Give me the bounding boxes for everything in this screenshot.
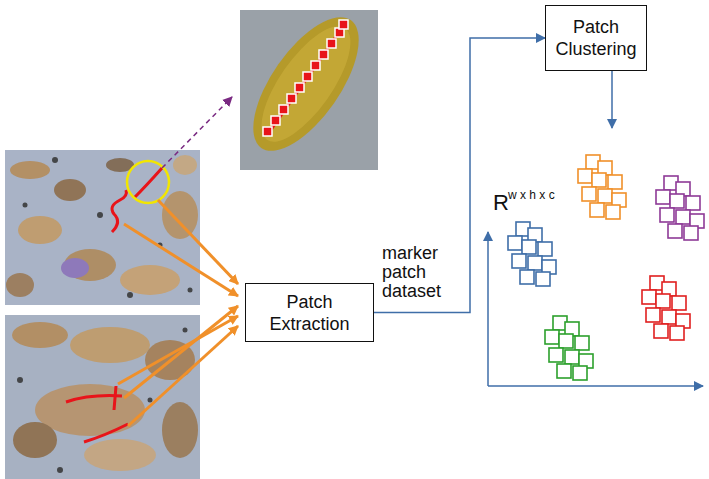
flow-connector [374,38,545,313]
space-exponent: w x h x c [508,188,555,202]
space-symbol: R [493,190,509,215]
process-box: Patch Extraction [245,283,374,342]
edge-label: marker patch dataset [382,244,462,301]
box-label: Patch Clustering [554,16,638,60]
box-label: Patch Extraction [254,291,365,335]
process-box: Patch Clustering [545,5,647,71]
